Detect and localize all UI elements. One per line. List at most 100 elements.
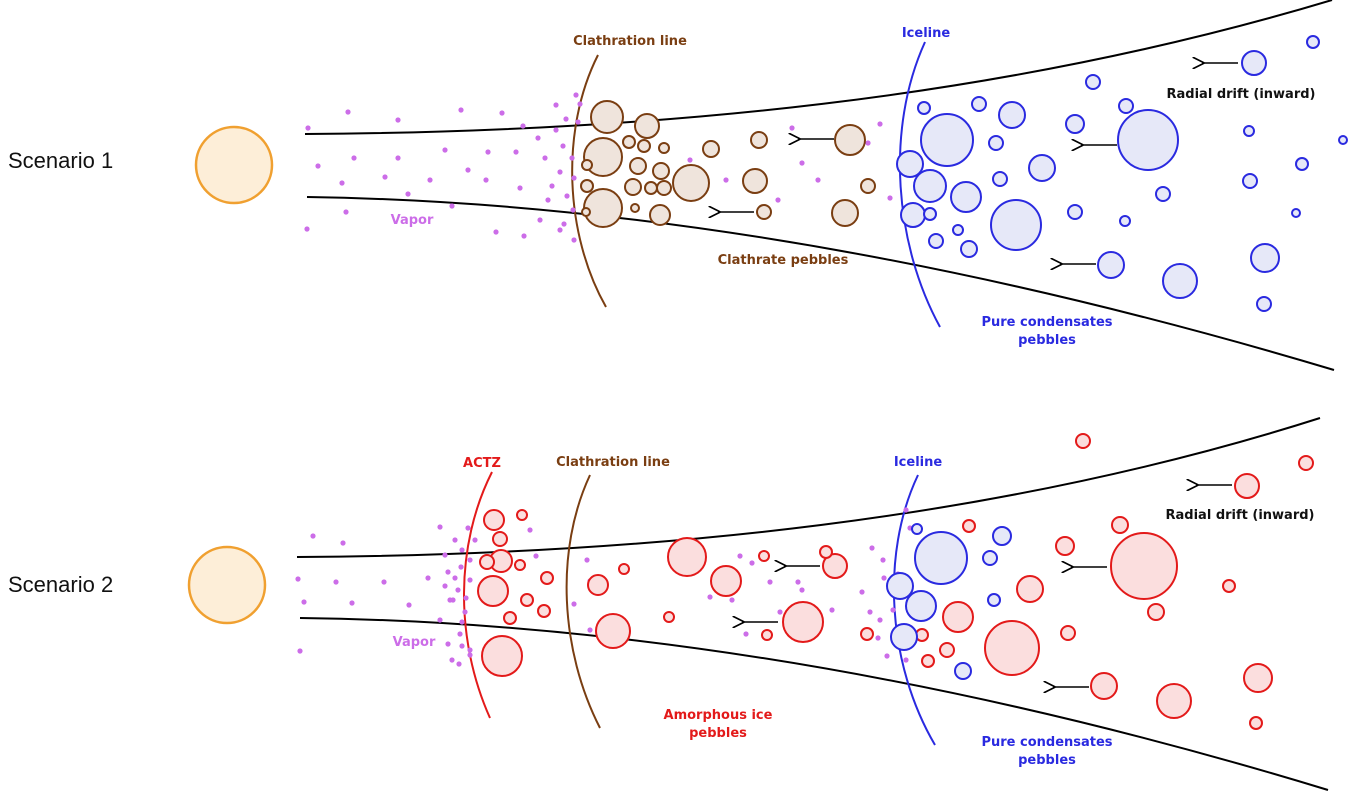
vapor-particle (437, 524, 443, 530)
vapor-particle (467, 557, 473, 563)
amorphous-ice-pebble (758, 550, 770, 562)
star-icon (187, 545, 267, 625)
pure-condensate-pebble (992, 171, 1008, 187)
clathrate-pebble (656, 180, 672, 196)
amorphous-ice-pebble (479, 554, 495, 570)
vapor-particle (395, 117, 401, 123)
pure-condensate-pebble (987, 593, 1001, 607)
amorphous-ice-pebble (1234, 473, 1260, 499)
clathration-line-label: Clathration line (556, 455, 670, 470)
vapor-particle (549, 183, 555, 189)
amorphous-ice-label-line1: Amorphous ice (664, 708, 773, 723)
vapor-particle (340, 540, 346, 546)
pure-condensate-pebble (1065, 114, 1085, 134)
pure-condensates-label-line2: pebbles (1018, 333, 1076, 348)
vapor-particle (450, 597, 456, 603)
amorphous-ice-pebble (503, 611, 517, 625)
vapor-particle (571, 237, 577, 243)
vapor-particle (887, 195, 893, 201)
pure-condensate-pebble (1067, 204, 1083, 220)
vapor-particle (533, 553, 539, 559)
amorphous-ice-pebble (540, 571, 554, 585)
amorphous-ice-pebble (587, 574, 609, 596)
pure-condensate-pebble (988, 135, 1004, 151)
clathrate-pebble (629, 157, 647, 175)
pure-condensates-label-line1: Pure condensates (981, 315, 1112, 330)
pure-condensate-pebble (928, 233, 944, 249)
actz-line (463, 471, 493, 719)
pure-condensate-pebble (1306, 35, 1320, 49)
vapor-particle (880, 557, 886, 563)
vapor-particle (815, 177, 821, 183)
clathrate-pebble (634, 113, 660, 139)
vapor-particle (467, 652, 473, 658)
vapor-particle (520, 123, 526, 129)
vapor-particle (557, 169, 563, 175)
clathrate-pebble (649, 204, 671, 226)
amorphous-ice-pebble (492, 531, 508, 547)
amorphous-ice-pebble (520, 593, 534, 607)
vapor-particle (458, 107, 464, 113)
pure-condensate-pebble (911, 523, 923, 535)
vapor-particle (775, 197, 781, 203)
vapor-particle (493, 229, 499, 235)
clathrate-pebble (644, 181, 658, 195)
vapor-particle (737, 553, 743, 559)
vapor-particle (575, 119, 581, 125)
vapor-particle (867, 609, 873, 615)
vapor-particle (890, 607, 896, 613)
vapor-label: Vapor (391, 213, 434, 228)
vapor-particle (295, 576, 301, 582)
amorphous-ice-pebble (962, 519, 976, 533)
pure-condensate-pebble (1119, 215, 1131, 227)
vapor-particle (483, 177, 489, 183)
vapor-particle (743, 631, 749, 637)
vapor-particle (517, 185, 523, 191)
clathrate-pebble (860, 178, 876, 194)
vapor-particle (569, 155, 575, 161)
pure-condensate-pebble (1162, 263, 1198, 299)
vapor-particle (877, 121, 883, 127)
actz-label: ACTZ (463, 456, 501, 471)
vapor-particle (395, 155, 401, 161)
clathrate-pebble (590, 100, 624, 134)
clathrate-pebble (834, 124, 866, 156)
amorphous-ice-pebble (1055, 536, 1075, 556)
clathration-line (571, 54, 607, 308)
scenario-2-panel: Scenario 2 ACTZ Clathration line Iceline… (8, 417, 1329, 791)
vapor-particle (457, 631, 463, 637)
vapor-particle (425, 575, 431, 581)
vapor-particle (545, 197, 551, 203)
pure-condensate-pebble (905, 590, 937, 622)
pure-condensate-pebble (914, 531, 968, 585)
vapor-particle (458, 564, 464, 570)
vapor-particle (563, 116, 569, 122)
pure-condensate-pebble (1291, 208, 1301, 218)
vapor-particle (723, 177, 729, 183)
scenario-1-panel: Scenario 1 Clathration line Iceline Radi… (8, 0, 1348, 371)
amorphous-ice-pebble (1075, 433, 1091, 449)
vapor-particle (459, 619, 465, 625)
radial-drift-label: Radial drift (inward) (1166, 508, 1315, 523)
vapor-particle (577, 101, 583, 107)
pure-condensate-pebble (913, 169, 947, 203)
clathrate-pebble (581, 159, 593, 171)
vapor-particle (865, 140, 871, 146)
amorphous-ice-pebble (1243, 663, 1273, 693)
pure-condensate-pebble (971, 96, 987, 112)
pure-condensate-pebble (1250, 243, 1280, 273)
vapor-particle (829, 607, 835, 613)
pure-condensate-pebble (1243, 125, 1255, 137)
amorphous-ice-pebble (663, 611, 675, 623)
pure-condensate-pebble (900, 202, 926, 228)
vapor-particle (442, 583, 448, 589)
amorphous-ice-pebble (1111, 516, 1129, 534)
vapor-particle (406, 602, 412, 608)
clathrate-pebble (750, 131, 768, 149)
vapor-particle (351, 155, 357, 161)
pure-condensate-pebbles (896, 35, 1348, 312)
clathrate-pebble (581, 207, 591, 217)
vapor-particle (795, 579, 801, 585)
scenario-2-label: Scenario 2 (8, 572, 113, 597)
